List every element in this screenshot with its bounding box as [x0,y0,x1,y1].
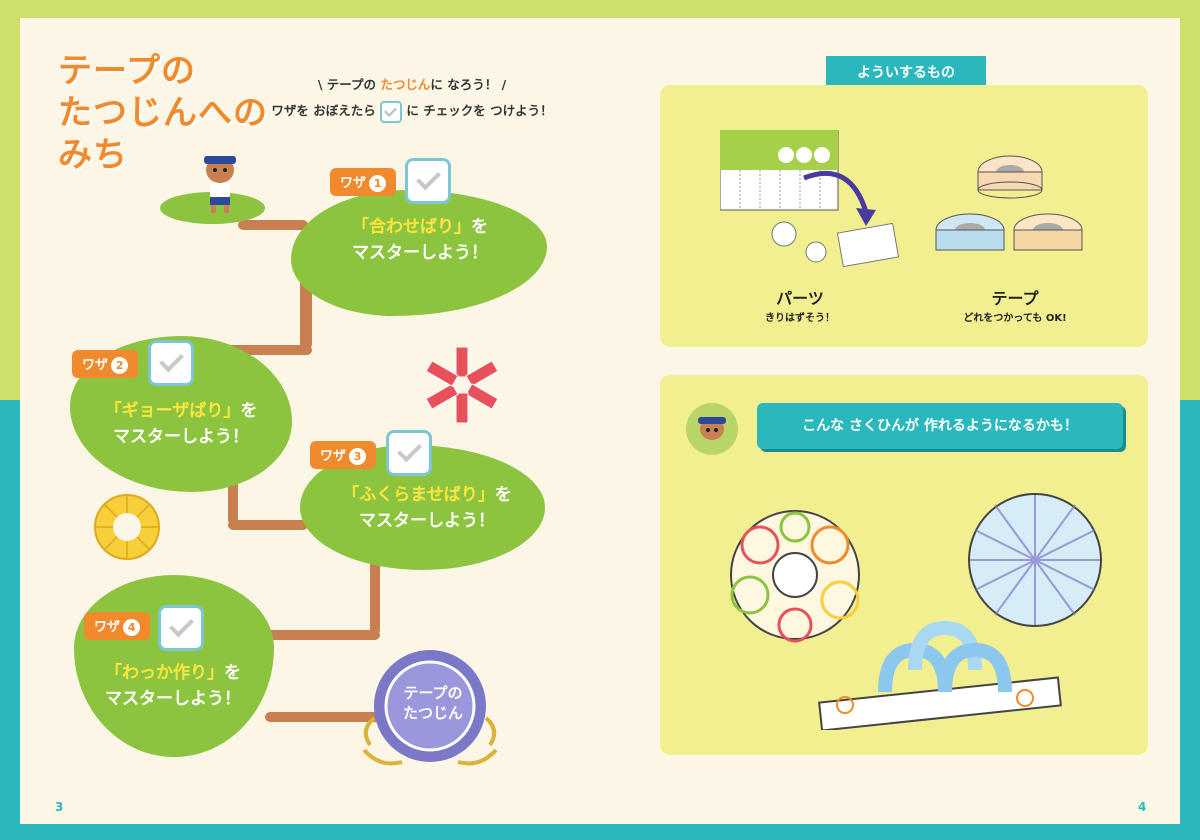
skill-3-text: 「ふくらませばり」を マスターしよう！ [342,485,512,531]
skill-4-checkbox[interactable] [158,605,204,651]
pompom-craft-icon [968,493,1102,627]
path-segment [228,520,308,530]
wreath-craft-icon [730,510,860,643]
tape-rolls-icon [935,155,1083,251]
skill-3-checkbox[interactable] [386,430,432,476]
sample-checkbox-icon [380,100,403,123]
tatsujin-badge-icon [362,650,498,766]
yellow-ring-craft-icon [94,494,160,560]
chain-craft-icon [818,620,1062,730]
parts-sheet-icon [720,130,900,268]
fox-character-icon [204,156,236,213]
path-segment [238,220,308,230]
page-title: テープの たつじんへの みち [58,51,268,175]
path-segment [370,555,380,635]
page-number-right: 4 [1138,800,1147,814]
path-segment [265,712,385,722]
skill-1-checkbox[interactable] [405,158,451,204]
parts-label: パーツ きりはずそう！ [765,289,835,324]
badge-text: テープの たつじん [402,684,463,722]
tape-label: テープ どれをつかっても OK! [963,289,1067,324]
path-segment [228,480,238,525]
page-number-left: 3 [55,800,64,814]
skill-1-text: 「合わせばり」を マスターしよう！ [352,217,488,263]
path-segment [250,630,380,640]
intro-text: \ テープの たつじんに なろう！ / ワザを おぼえたら に チェックを つけ… [262,72,562,124]
path-segment [220,345,312,355]
skill-4-text: 「わっか作り」を マスターしよう！ [105,663,241,709]
red-star-craft-icon [425,346,499,424]
ribbon-title: よういするもの [826,56,986,90]
skill-2-text: 「ギョーザばり」を マスターしよう！ [104,401,258,447]
skill-2-checkbox[interactable] [148,340,194,386]
speech-bubble: こんな さくひんが 作れるようになるかも！ [757,403,1123,449]
materials-panel [660,85,1148,347]
fox-avatar-icon [686,403,738,455]
